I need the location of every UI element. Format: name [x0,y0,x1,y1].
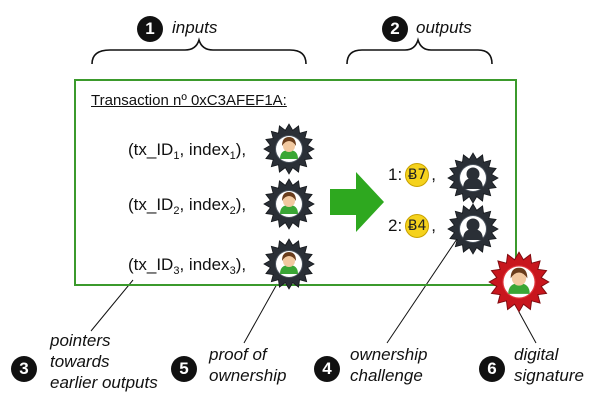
tx-id-subscript: 1 [173,150,180,162]
number-badge-2: 2 [382,16,408,42]
index-subscript: 3 [229,265,236,277]
input-row-1: (tx_ID1, index1), [128,140,246,162]
signature-line-2: signature [514,366,584,385]
challenge-line-1: ownership [350,345,428,364]
signature-line-1: digital [514,345,559,364]
index-text: , index [179,140,230,159]
challenge-line-2: challenge [350,366,423,385]
right-arrow-icon [330,172,384,232]
input-row-3: (tx_ID3, index3), [128,255,246,277]
number-badge-5: 5 [171,356,197,382]
tx-id-text: (tx_ID [128,140,174,159]
tx-id-subscript: 3 [173,265,180,277]
index-subscript: 2 [229,205,236,217]
signed-seal-icon [263,123,315,175]
unsigned-seal-icon [447,203,499,255]
transaction-title: Transaction nº 0xC3AFEF1A: [91,92,287,109]
bitcoin-symbol: Ƀ [407,218,418,234]
inputs-label: inputs [172,18,218,37]
challenge-label: ownership challenge [350,344,428,386]
tx-id-text: (tx_ID [128,195,174,214]
output-amount: 4 [417,218,427,234]
proof-line-2: ownership [209,366,287,385]
pointers-line-3: earlier outputs [50,373,158,392]
pointer-line [90,279,134,332]
output-amount: 7 [417,167,427,183]
number-badge-4: 4 [314,356,340,382]
outputs-brace [346,37,493,65]
output-prefix: 1: [388,165,403,184]
proof-line [243,283,278,344]
input-row-2: (tx_ID2, index2), [128,195,246,217]
tx-id-subscript: 2 [173,205,180,217]
bitcoin-symbol: Ƀ [407,167,418,183]
number-badge-3: 3 [11,356,37,382]
index-text: , index [179,255,230,274]
close-text: ), [235,140,247,159]
index-subscript: 1 [229,150,236,162]
pointers-label: pointers towards earlier outputs [50,330,158,393]
proof-label: proof of ownership [209,344,287,386]
proof-line-1: proof of [209,345,267,364]
close-text: ), [235,195,247,214]
challenge-line [386,235,460,344]
index-text: , index [179,195,230,214]
tx-id-text: (tx_ID [128,255,174,274]
signed-seal-icon [263,238,315,290]
close-text: ), [235,255,247,274]
pointers-line-2: towards [50,352,110,371]
signature-line [518,311,537,344]
outputs-label: outputs [416,18,472,37]
signed-seal-icon [263,178,315,230]
output-prefix: 2: [388,216,403,235]
pointers-line-1: pointers [50,331,111,350]
signature-label: digital signature [514,344,584,386]
number-badge-1: 1 [137,16,163,42]
number-badge-6: 6 [479,356,505,382]
inputs-brace [91,37,307,65]
unsigned-seal-icon [447,152,499,204]
signature-seal-icon [488,251,550,313]
